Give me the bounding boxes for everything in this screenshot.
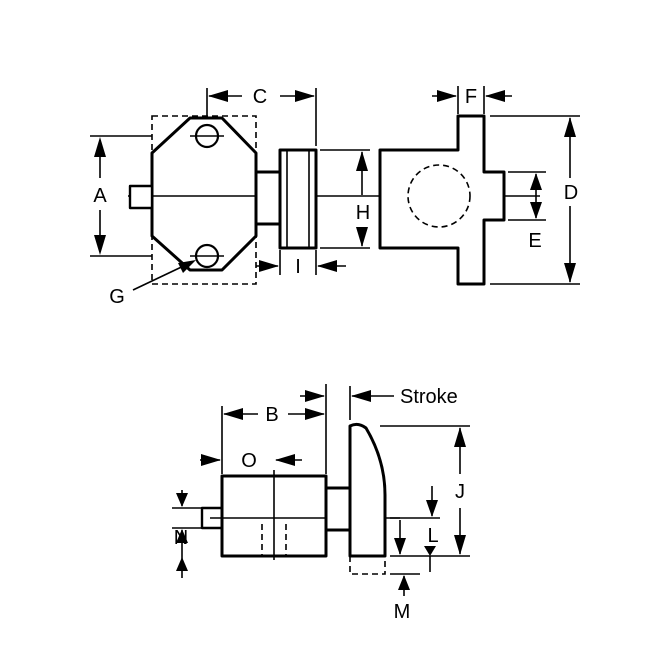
knob-side-view xyxy=(378,114,506,286)
knob-disc xyxy=(278,148,318,250)
dimension-A: A xyxy=(90,135,152,257)
label-L: L xyxy=(427,525,438,547)
dimension-F: F xyxy=(432,86,512,114)
dimension-B: B xyxy=(221,384,327,474)
label-G: G xyxy=(109,286,125,308)
neck xyxy=(254,170,282,226)
handle-bottom xyxy=(348,422,387,558)
leader-G: G xyxy=(109,260,196,308)
dimension-D: D xyxy=(490,115,580,285)
dimension-C: C xyxy=(206,86,317,146)
label-J: J xyxy=(455,481,465,503)
dimension-M: M xyxy=(390,546,436,623)
plunger-bottom-view xyxy=(200,422,400,575)
label-H: H xyxy=(356,202,370,224)
neck-bottom xyxy=(324,486,352,532)
label-E: E xyxy=(528,230,541,252)
label-M: M xyxy=(394,601,411,623)
dimension-E: E xyxy=(508,171,546,252)
dimension-L: L xyxy=(390,486,440,555)
label-C: C xyxy=(253,86,267,108)
label-D: D xyxy=(564,182,578,204)
label-stroke: Stroke xyxy=(400,386,458,408)
label-I: I xyxy=(295,256,301,278)
dimension-J: J xyxy=(380,425,470,557)
knob-side-outline xyxy=(378,114,506,286)
hidden-bore-circle xyxy=(407,164,471,228)
dimension-O: O xyxy=(200,450,302,472)
label-N: N xyxy=(174,527,188,549)
retracted-outline-dashed xyxy=(349,556,386,575)
label-A: A xyxy=(93,185,107,207)
label-F: F xyxy=(465,86,477,108)
plunger-pin xyxy=(128,184,154,210)
dimension-stroke: Stroke xyxy=(300,386,458,420)
label-B: B xyxy=(265,404,278,426)
label-O: O xyxy=(241,450,257,472)
dimension-H: H xyxy=(320,149,370,249)
dimension-N: N xyxy=(172,490,202,578)
dimension-I: I xyxy=(256,250,346,278)
flange-body xyxy=(150,116,258,272)
flange-body-view xyxy=(128,115,540,285)
